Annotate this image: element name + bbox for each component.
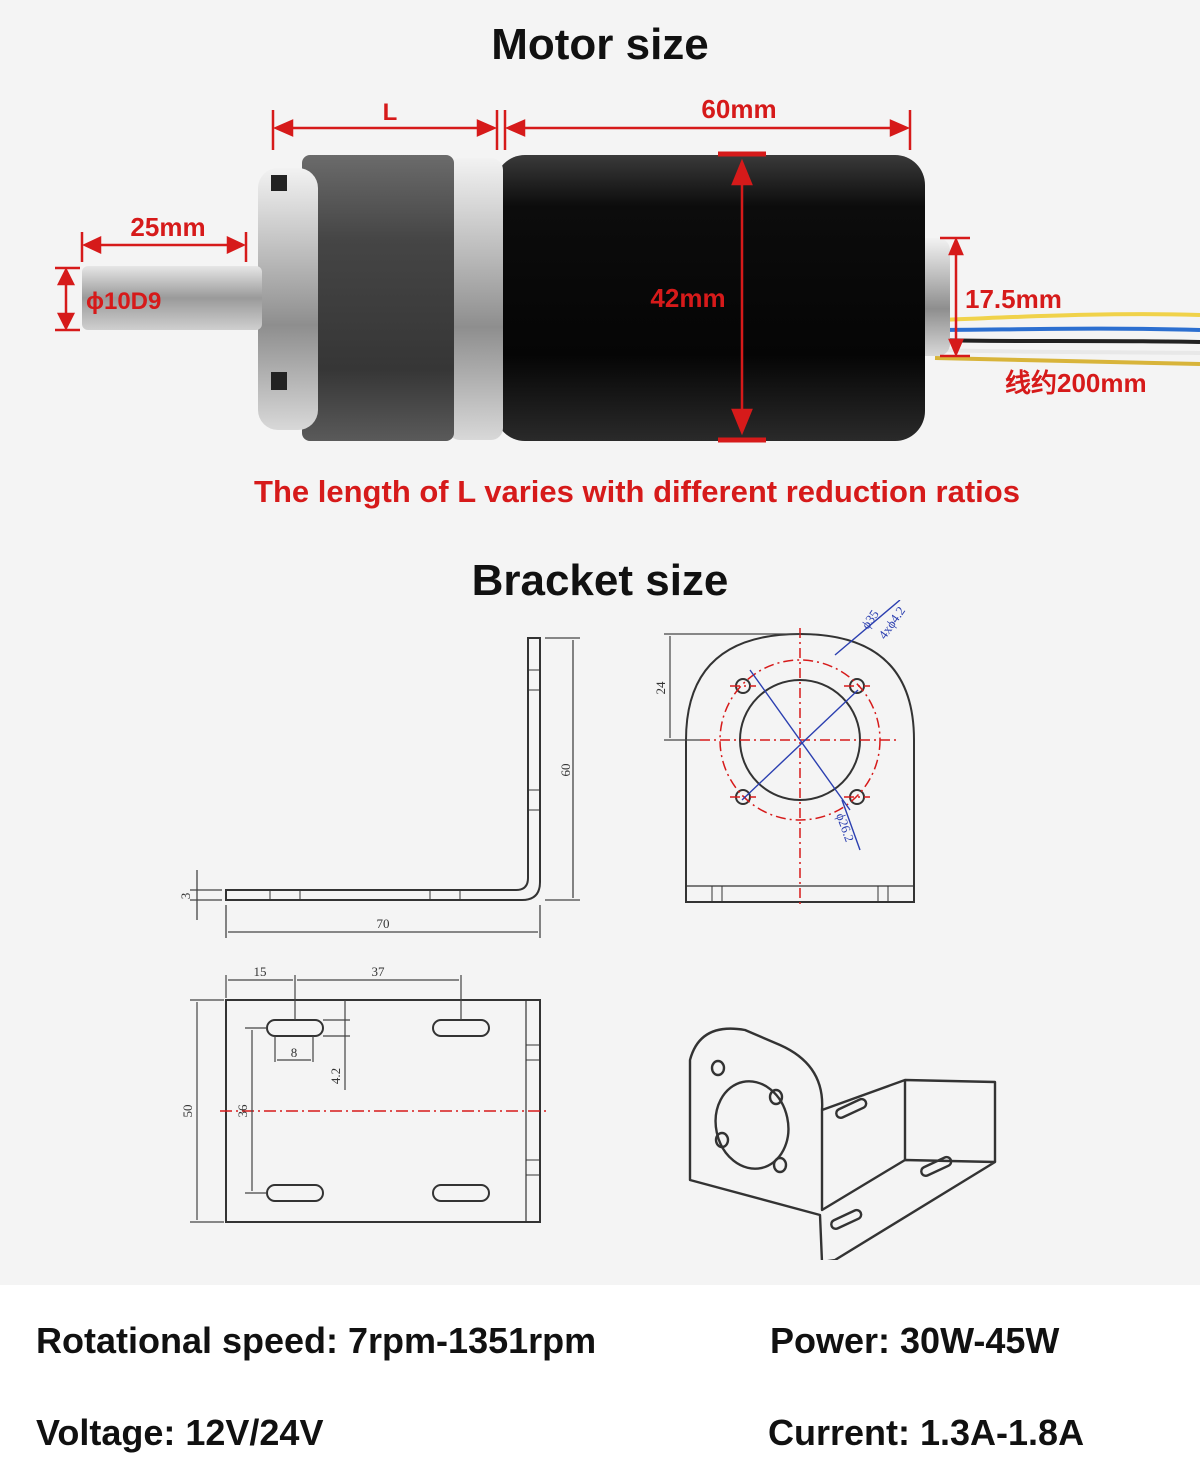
dim-36-label: 36 — [235, 1104, 250, 1118]
bracket-side-view — [225, 637, 541, 901]
front-view-diameter-lines — [741, 600, 901, 851]
dim-L-label: L — [383, 99, 398, 126]
motor-diagram: L 60mm 25mm ϕ10D9 42mm 17.5mm 线约200mm Th… — [55, 94, 1200, 509]
motor-ring — [448, 158, 503, 440]
bracket-diagram: 60 70 3 — [178, 600, 997, 1260]
dim-50-label: 50 — [180, 1105, 195, 1118]
power-spec: Power: 30W-45W — [770, 1320, 1060, 1361]
dim-shaft-label: ϕ10D9 — [86, 288, 161, 315]
bracket-size-title: Bracket size — [471, 556, 729, 605]
motor-dimension-lines — [55, 110, 970, 443]
motor-wires — [934, 312, 1200, 366]
bracket-isometric-view — [688, 1027, 997, 1260]
dim-70-label: 70 — [377, 916, 390, 931]
dim-15-label: 15 — [254, 964, 267, 979]
dim-37-label: 37 — [372, 964, 386, 979]
front-view-centerlines — [700, 628, 900, 906]
dim-wire-label: 线约200mm — [1005, 368, 1147, 398]
flange-slot-top — [271, 175, 287, 191]
dim-26-label: ϕ26.2 — [833, 811, 857, 844]
current-spec: Current: 1.3A-1.8A — [768, 1412, 1085, 1453]
reduction-ratio-note: The length of L varies with different re… — [254, 474, 1020, 509]
dim-holes-label: 4xϕ4.2 — [875, 604, 908, 642]
side-view-dimensions — [190, 637, 580, 938]
dim-25mm-label: 25mm — [130, 212, 205, 242]
front-flange — [258, 168, 318, 430]
dim-4-2-label: 4.2 — [328, 1068, 343, 1084]
dim-24-label: 24 — [653, 681, 668, 695]
dim-17mm-label: 17.5mm — [965, 284, 1062, 314]
dim-42mm-label: 42mm — [650, 283, 725, 313]
motor-size-title: Motor size — [491, 20, 709, 69]
rotational-speed-spec: Rotational speed: 7rpm-1351rpm — [36, 1320, 597, 1361]
gearbox-body — [302, 155, 454, 441]
voltage-spec: Voltage: 12V/24V — [36, 1412, 324, 1453]
dim-3-label: 3 — [178, 893, 193, 900]
dim-8-label: 8 — [291, 1045, 298, 1060]
dim-60-label: 60 — [558, 764, 573, 777]
dim-60mm-label: 60mm — [701, 94, 776, 124]
motor-shaft — [82, 266, 262, 330]
flange-slot-bottom — [271, 372, 287, 390]
front-view-dimensions — [664, 633, 800, 741]
motor-body — [495, 155, 925, 441]
top-view-dimensions — [190, 975, 462, 1223]
